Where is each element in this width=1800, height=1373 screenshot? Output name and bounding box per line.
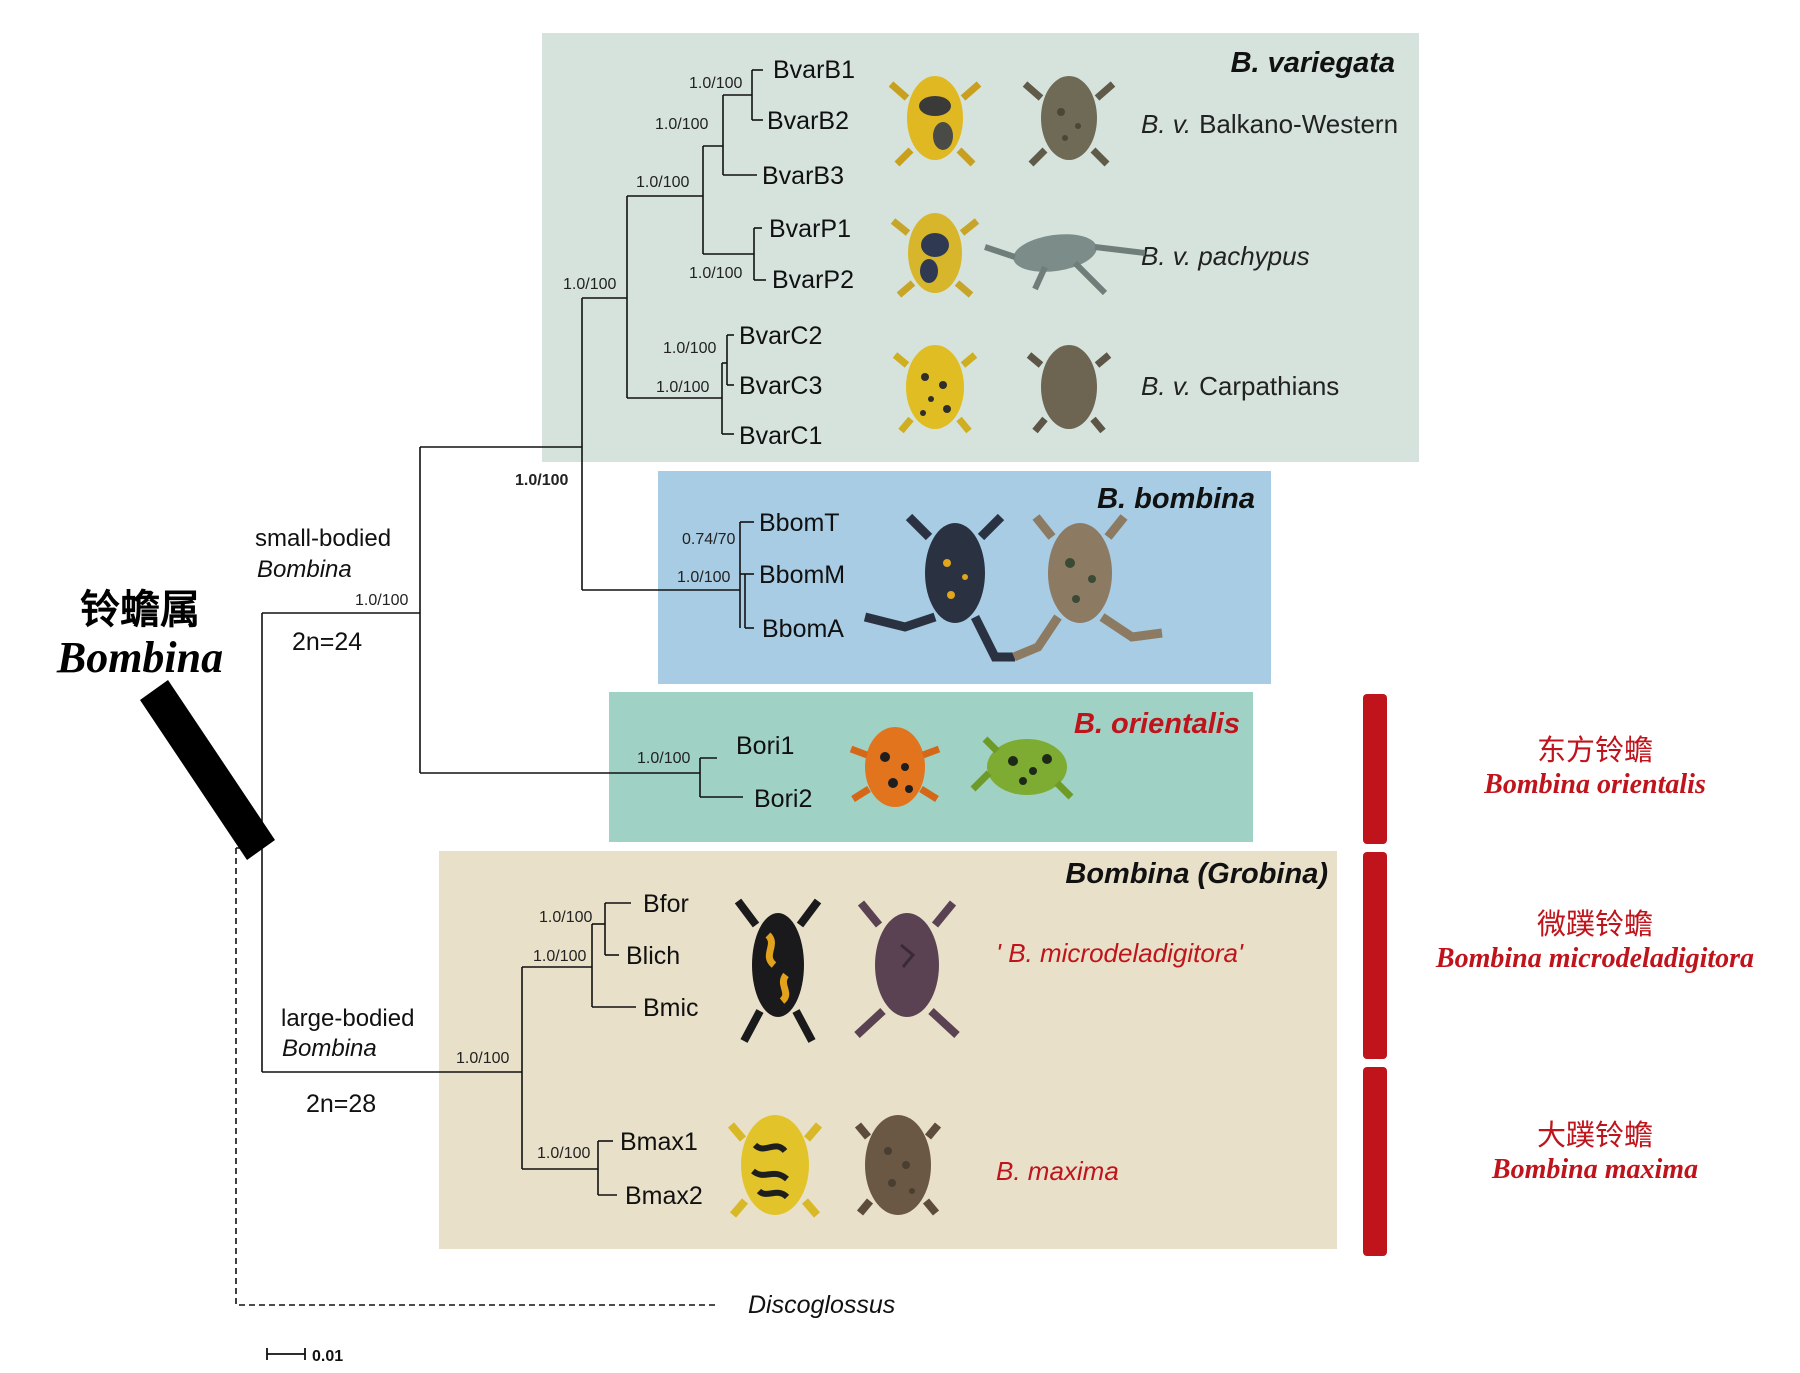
frog-bvar-carpathians-ventral — [892, 345, 978, 434]
tip-Bmic: Bmic — [643, 994, 699, 1022]
group-title-variegata: B. variegata — [1231, 47, 1395, 79]
support-b1b2: 1.0/100 — [689, 75, 742, 92]
genus-latin: Bombina — [56, 633, 223, 682]
large-bodied-label: large-bodied — [281, 1005, 414, 1032]
large-bodied-genus: Bombina — [282, 1035, 377, 1062]
red-bar-maxima — [1363, 1067, 1387, 1256]
large-bodied-support: 1.0/100 — [456, 1050, 509, 1067]
tip-Bmax2: Bmax2 — [625, 1182, 703, 1210]
small-bodied-support: 1.0/100 — [355, 592, 408, 609]
red-bar-microdeladigitora — [1363, 852, 1387, 1059]
box-variegata — [542, 33, 1419, 462]
support-c23c1: 1.0/100 — [656, 379, 709, 396]
small-bodied-genus: Bombina — [257, 556, 352, 583]
tip-outgroup: Discoglossus — [748, 1291, 895, 1319]
support-var: 1.0/100 — [563, 276, 616, 293]
support-bom-t: 0.74/70 — [682, 531, 735, 548]
tip-BvarC2: BvarC2 — [739, 322, 822, 350]
frog-bvar-pachypus-ventral — [890, 213, 980, 298]
label-maxima-latin: Bombina maxima — [1491, 1154, 1698, 1185]
tip-BvarB2: BvarB2 — [767, 107, 849, 135]
support-p1p2: 1.0/100 — [689, 265, 742, 282]
label-microdeladigitora-chinese: 微蹼铃蟾 — [1537, 907, 1653, 941]
label-orientalis-latin: Bombina orientalis — [1483, 769, 1706, 800]
frog-bbom-ventral — [863, 513, 1015, 662]
scale-bar-label: 0.01 — [312, 1348, 343, 1365]
support-max: 1.0/100 — [537, 1145, 590, 1162]
group-title-grobina: Bombina (Grobina) — [1065, 858, 1328, 890]
genus-chinese: 铃蟾属 — [80, 587, 200, 633]
genus-bar — [140, 680, 275, 860]
frog-bori-ventral — [849, 727, 941, 807]
frog-bmax-ventral — [727, 1115, 823, 1218]
large-bodied-karyotype: 2n=28 — [306, 1090, 376, 1118]
pop-maxima: B. maxima — [996, 1156, 1119, 1186]
outgroup-edge — [235, 848, 715, 1306]
pop-balkano-abbr: B. v. — [1141, 109, 1191, 139]
label-microdeladigitora-latin: Bombina microdeladigitora — [1435, 943, 1754, 974]
frog-images — [727, 76, 1163, 1218]
pop-balkano-name: Balkano-Western — [1199, 109, 1398, 139]
frog-bvar-pachypus-dorsal — [984, 234, 1146, 296]
tip-Bori1: Bori1 — [736, 732, 794, 760]
tip-BvarB3: BvarB3 — [762, 162, 844, 190]
small-bodied-label: small-bodied — [255, 525, 391, 552]
tip-Bmax1: Bmax1 — [620, 1128, 698, 1156]
support-c2c3: 1.0/100 — [663, 340, 716, 357]
support-for-lich: 1.0/100 — [539, 909, 592, 926]
tip-Bori2: Bori2 — [754, 785, 812, 813]
tip-BvarC1: BvarC1 — [739, 422, 822, 450]
frog-bmic-ventral — [734, 898, 822, 1043]
pop-carpathians-name: Carpathians — [1199, 371, 1339, 401]
frog-bvar-balkano-dorsal — [1022, 76, 1116, 167]
support-ori: 1.0/100 — [637, 750, 690, 767]
tip-BbomA: BbomA — [762, 615, 844, 643]
pop-microdeladigitora: ' B. microdeladigitora' — [996, 938, 1244, 968]
frog-bbom-dorsal — [1012, 514, 1163, 662]
scale-bar: 0.01 — [266, 1348, 343, 1365]
support-flm: 1.0/100 — [533, 948, 586, 965]
tip-BvarB1: BvarB1 — [773, 56, 855, 84]
tip-Blich: Blich — [626, 942, 680, 970]
frog-bmic-dorsal — [854, 900, 960, 1038]
tip-BvarC3: BvarC3 — [739, 372, 822, 400]
label-orientalis-chinese: 东方铃蟾 — [1537, 733, 1653, 767]
tip-BbomM: BbomM — [759, 561, 845, 589]
pop-carpathians-abbr: B. v. — [1141, 371, 1191, 401]
box-orientalis — [609, 692, 1253, 842]
support-b12b3: 1.0/100 — [655, 116, 708, 133]
support-var-bom: 1.0/100 — [515, 472, 568, 489]
pop-pachypus: B. v. pachypus — [1141, 241, 1310, 271]
tip-Bfor: Bfor — [643, 890, 689, 918]
tip-BvarP1: BvarP1 — [769, 215, 851, 243]
pop-balkano: B. v. Balkano-Western — [1141, 109, 1398, 139]
frog-bvar-balkano-ventral — [888, 76, 982, 167]
support-bom-ma: 1.0/100 — [677, 569, 730, 586]
support-bp: 1.0/100 — [636, 174, 689, 191]
label-maxima-chinese: 大蹼铃蟾 — [1537, 1118, 1653, 1152]
group-title-bombina: B. bombina — [1097, 483, 1255, 515]
group-title-orientalis: B. orientalis — [1074, 708, 1240, 740]
tip-BbomT: BbomT — [759, 509, 840, 537]
pop-carpathians: B. v. Carpathians — [1141, 371, 1339, 401]
frog-bmax-dorsal — [854, 1115, 942, 1216]
tip-BvarP2: BvarP2 — [772, 266, 854, 294]
small-bodied-karyotype: 2n=24 — [292, 628, 362, 656]
frog-bvar-carpathians-dorsal — [1026, 345, 1112, 434]
frog-bori-dorsal — [970, 736, 1074, 800]
red-bar-orientalis — [1363, 694, 1387, 844]
